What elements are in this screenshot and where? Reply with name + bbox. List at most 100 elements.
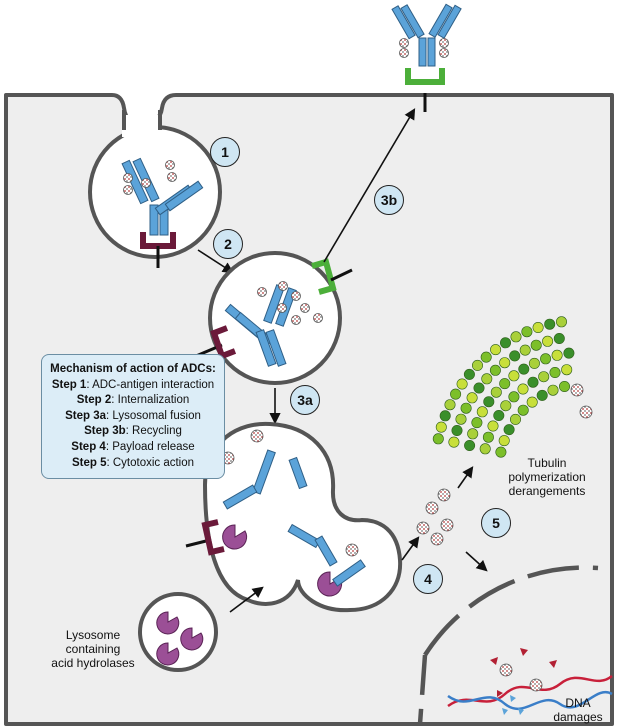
tubulin-bead	[444, 399, 456, 411]
arrow-lysosome-fusion	[229, 586, 264, 613]
tubulin-bead	[448, 436, 460, 448]
legend-step-3a: Step 3a: Lysosomal fusion	[65, 409, 201, 422]
antigen-receptor-3	[185, 519, 225, 556]
tubulin-bead	[509, 350, 521, 362]
step-marker-3a: 3a	[290, 385, 320, 415]
endosome	[208, 251, 342, 385]
tubulin-bead	[528, 357, 540, 369]
legend-title: Mechanism of action of ADCs:	[50, 363, 216, 375]
lysosome-label: Lysosome containing acid hydrolases	[51, 628, 135, 670]
adc-antibody-1	[121, 157, 204, 236]
tubulin-label: Tubulin polymerization derangements	[508, 456, 586, 498]
arrow-recycling	[323, 108, 416, 263]
arrow-payload-release	[401, 536, 420, 561]
dna-damage-label: DNA damages	[553, 696, 603, 724]
tubulin-bead	[471, 417, 483, 429]
tubulin-bead	[476, 406, 488, 418]
tubulin-bead	[519, 344, 531, 356]
tubulin-bead	[495, 446, 507, 458]
tubulin-bead	[456, 378, 468, 390]
recycled-receptor-in-endosome	[311, 258, 353, 295]
tubulin-bead	[558, 380, 570, 392]
tubulin-bead	[551, 349, 563, 361]
step-marker-1: 1	[210, 137, 240, 167]
tubulin-bead	[532, 321, 544, 333]
tubulin-bead	[489, 364, 501, 376]
legend-step-2: Step 2: Internalization	[76, 394, 190, 407]
acid-hydrolases	[156, 611, 204, 666]
tubulin-bead	[521, 326, 533, 338]
tubulin-bead	[473, 382, 485, 394]
endolysosome	[202, 421, 403, 613]
legend-step-5: Step 5: Cytotoxic action	[71, 456, 195, 469]
tubulin-bead	[536, 389, 548, 401]
mechanism-legend: Mechanism of action of ADCs: Step 1: ADC…	[41, 354, 225, 480]
nuclear-envelope	[423, 565, 599, 657]
tubulin-bead	[563, 347, 575, 359]
legend-step-3b: Step 3b: Recycling	[84, 425, 182, 438]
tubulin-bead	[527, 376, 539, 388]
degraded-antibody-fragments	[222, 449, 366, 587]
tubulin-bead	[540, 353, 552, 365]
tubulin-bead	[530, 339, 542, 351]
step-marker-4: 4	[413, 564, 443, 594]
tubulin-bead	[463, 368, 475, 380]
recycled-adc-on-surface	[391, 3, 462, 112]
tubulin-bead	[483, 396, 495, 408]
tubulin-bead	[498, 435, 510, 447]
tubulin-bead	[538, 371, 550, 383]
tubulin-bead	[499, 337, 511, 349]
tubulin-bead	[432, 433, 444, 445]
tubulin-bead	[517, 404, 529, 416]
tubulin-bead	[490, 344, 502, 356]
tubulin-bead	[508, 370, 520, 382]
tubulin-bead	[450, 388, 462, 400]
tubulin-bead	[518, 363, 530, 375]
tubulin-bead	[499, 357, 511, 369]
tubulin-bead	[479, 443, 491, 455]
legend-step-4: Step 4: Payload release	[71, 440, 195, 453]
tubulin-bead	[493, 409, 505, 421]
tubulin-microtubules	[432, 316, 593, 458]
tubulin-bead	[490, 386, 502, 398]
tubulin-bead	[482, 431, 494, 443]
tubulin-bead	[553, 332, 565, 344]
arrow-to-tubulin	[457, 466, 474, 489]
tubulin-bead	[547, 384, 559, 396]
lysosome-enzymes-in-fusion	[222, 524, 343, 597]
tubulin-bound-payload	[579, 405, 593, 419]
tubulin-bead	[508, 391, 520, 403]
tubulin-bead	[439, 410, 451, 422]
tubulin-bead	[561, 364, 573, 376]
tubulin-bead	[471, 359, 483, 371]
legend-step-1: Step 1: ADC-antigen interaction	[51, 378, 215, 391]
adc-antibody-2	[224, 281, 323, 367]
step-marker-3b: 3b	[374, 185, 404, 215]
tubulin-bead	[544, 318, 556, 330]
tubulin-bead	[503, 424, 515, 436]
tubulin-bead	[517, 383, 529, 395]
tubulin-bead	[451, 424, 463, 436]
tubulin-bead	[435, 421, 447, 433]
tubulin-bead	[549, 366, 561, 378]
tubulin-bead	[526, 396, 538, 408]
tubulin-bead	[467, 428, 479, 440]
arrow-internalization	[197, 249, 234, 274]
tubulin-bead	[455, 413, 467, 425]
tubulin-bead	[500, 400, 512, 412]
tubulin-bead	[460, 402, 472, 414]
tubulin-bead	[480, 351, 492, 363]
tubulin-bead	[466, 392, 478, 404]
tubulin-bead	[555, 316, 567, 328]
tubulin-bead	[464, 439, 476, 451]
arrow-to-nucleus	[465, 551, 488, 572]
tubulin-bead	[487, 420, 499, 432]
tubulin-bound-payload	[570, 383, 584, 397]
step-marker-2: 2	[213, 229, 243, 259]
tubulin-bead	[509, 413, 521, 425]
tubulin-bead	[499, 378, 511, 390]
antigen-receptor-1	[140, 232, 176, 268]
tubulin-bead	[481, 373, 493, 385]
tubulin-bead	[542, 335, 554, 347]
